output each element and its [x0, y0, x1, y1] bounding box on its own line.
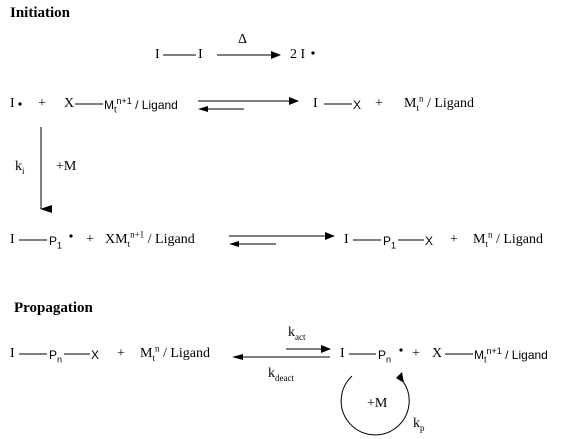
radical-dot [18, 102, 22, 106]
polymer-pn: Pn [378, 348, 392, 365]
plus-sign: + [375, 96, 383, 111]
radical-dot [399, 348, 403, 352]
plus-sign: + [86, 232, 94, 247]
monomer-label: +M [56, 159, 77, 174]
halogen-x: X [432, 346, 443, 361]
rate-constant-ki: ki [15, 159, 25, 176]
radical-i: I [10, 96, 15, 111]
halogen-x: X [64, 96, 75, 111]
polymer-p1: P1 [49, 234, 63, 251]
plus-sign: + [117, 346, 125, 361]
alkyl-i: I [340, 346, 345, 361]
propagation-loop [340, 375, 410, 436]
alkyl-i: I [10, 346, 15, 361]
catalyst-mt-ligand: Mtn / Ligand [140, 343, 211, 363]
propagation-heading: Propagation [14, 300, 93, 316]
rate-constant-kp: kp [413, 416, 425, 433]
alkyl-i: I [10, 232, 15, 247]
radical-dot [69, 234, 73, 238]
heat-label: Δ [238, 32, 248, 47]
product-2i: 2 I [290, 47, 306, 62]
polymer-pn: Pn [49, 348, 63, 365]
catalyst-mt-ligand: Mtn+1 / Ligand [474, 346, 548, 365]
rate-constant-kact: kact [288, 325, 306, 342]
catalyst-mt-ligand: Mtn / Ligand [473, 229, 544, 249]
catalyst-mt-ligand: Mtn+1 / Ligand [104, 96, 178, 115]
polymer-p1: P1 [383, 234, 397, 251]
catalyst-xmt-ligand: XMtn+1 / Ligand [105, 229, 195, 249]
radical-dot [311, 51, 315, 55]
alkyl-i: I [344, 232, 349, 247]
alkyl-i: I [313, 96, 318, 111]
rate-constant-kdeact: kdeact [268, 366, 294, 383]
initiation-heading: Initiation [10, 5, 71, 21]
monomer-label: +M [367, 396, 388, 411]
catalyst-mt-ligand: Mtn / Ligand [404, 93, 475, 113]
plus-sign: + [38, 96, 46, 111]
iodine-right: I [198, 47, 203, 62]
halogen-x: X [425, 234, 434, 248]
halogen-x: X [91, 348, 100, 362]
plus-sign: + [412, 346, 420, 361]
iodine-left: I [155, 47, 160, 62]
plus-sign: + [450, 232, 458, 247]
halogen-x: X [353, 98, 362, 112]
